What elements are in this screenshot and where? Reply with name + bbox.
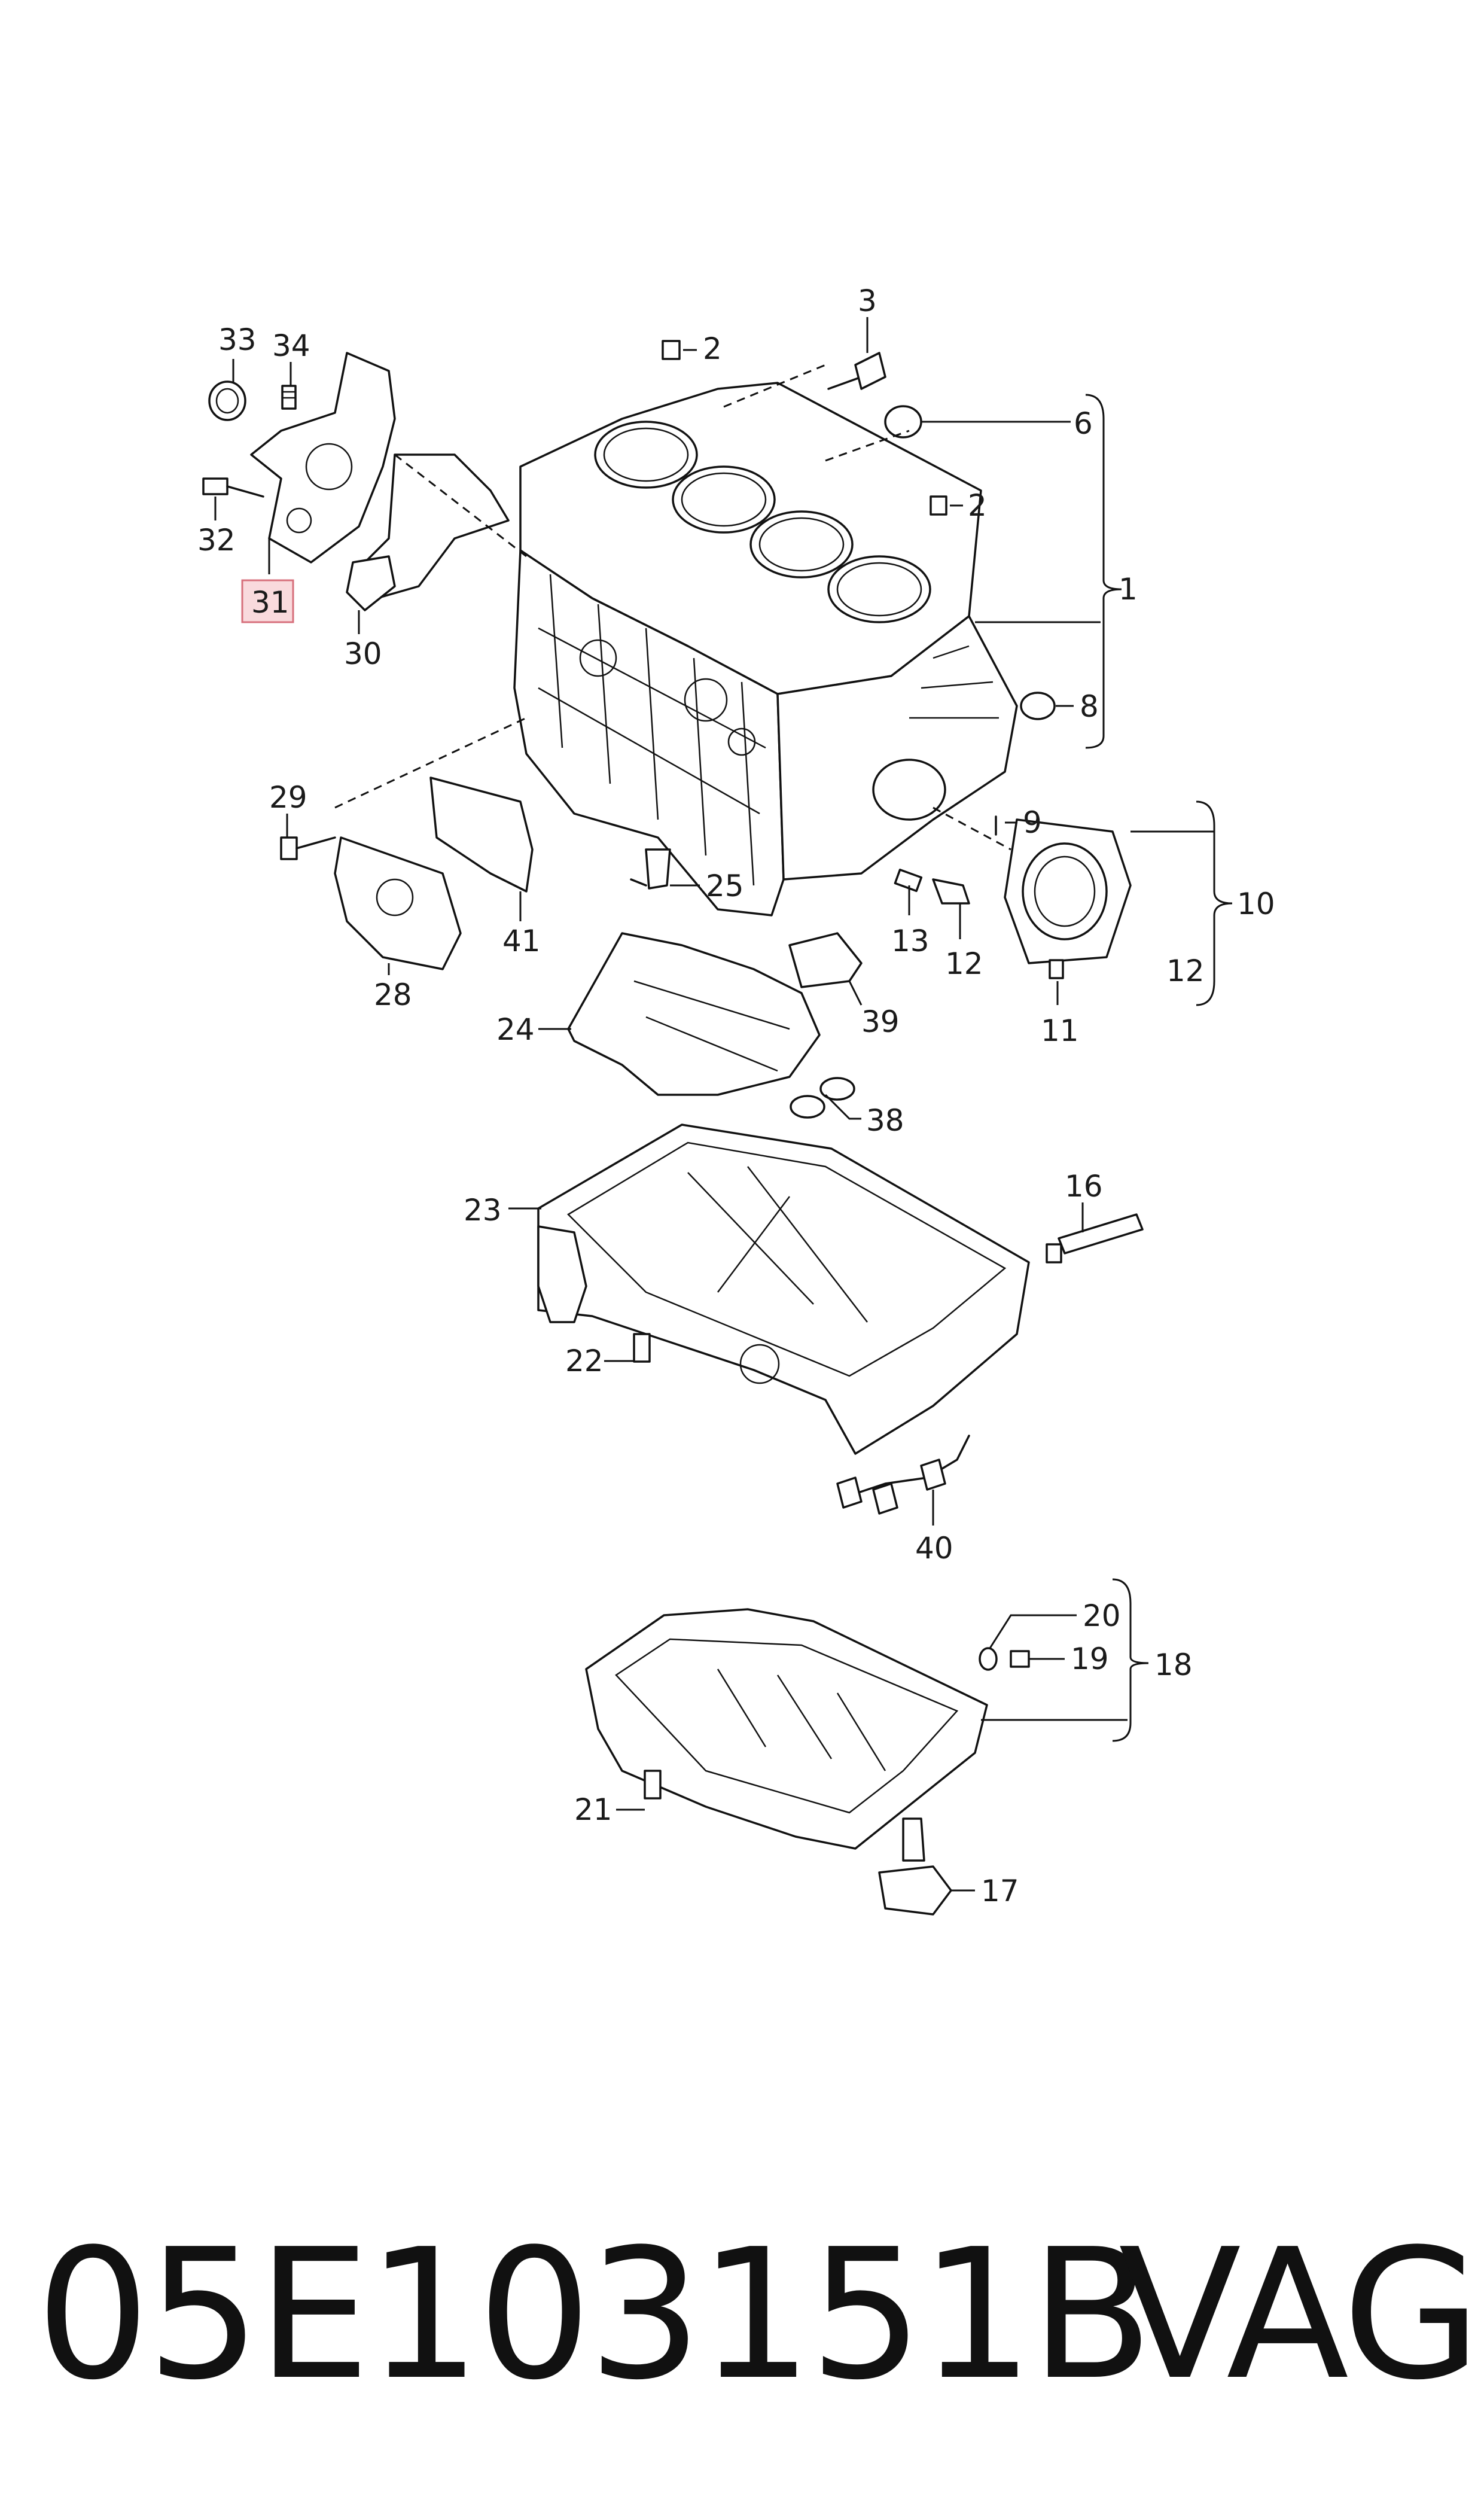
callout-38: 38	[866, 1103, 904, 1138]
callout-33: 33	[218, 322, 257, 357]
lower-oil-pan	[585, 1608, 1030, 1916]
callout-21: 21	[574, 1792, 613, 1827]
callout-10: 10	[1237, 887, 1275, 921]
callout-23: 23	[464, 1193, 502, 1228]
callout-31-highlight	[241, 579, 294, 623]
callout-16: 16	[1065, 1169, 1103, 1204]
block-small-parts	[662, 340, 1056, 720]
callout-2-top: 2	[703, 331, 722, 366]
callout-22: 22	[565, 1344, 604, 1378]
callout-13: 13	[891, 924, 930, 958]
timing-cover-assembly	[202, 352, 510, 611]
callout-32: 32	[197, 523, 236, 558]
sensors-and-rear-seal	[630, 815, 1132, 979]
callout-39: 39	[861, 1004, 900, 1039]
callout-30: 30	[344, 637, 382, 671]
upper-oil-pan	[537, 1123, 1144, 1515]
callout-11: 11	[1041, 1013, 1079, 1048]
part-number-label: 05E103151B	[36, 2211, 1153, 2419]
callout-12-left: 12	[945, 946, 983, 981]
callout-25: 25	[706, 869, 744, 903]
callout-9: 9	[1023, 805, 1042, 840]
callout-31: 31	[251, 585, 290, 620]
callout-20: 20	[1083, 1599, 1121, 1633]
callout-19: 19	[1071, 1642, 1109, 1676]
brand-label: VAG	[1119, 2211, 1481, 2419]
callout-6: 6	[1074, 406, 1093, 441]
callout-12-right: 12	[1166, 954, 1205, 988]
engine-block	[513, 382, 1018, 917]
callout-40: 40	[915, 1531, 953, 1566]
callout-29: 29	[269, 780, 307, 815]
callout-17: 17	[981, 1874, 1019, 1908]
callout-41: 41	[502, 924, 541, 958]
callout-2-mid: 2	[968, 488, 987, 523]
leader-lines	[214, 317, 1233, 1892]
oil-baffle	[567, 932, 863, 1119]
callout-24: 24	[496, 1012, 535, 1047]
callout-3: 3	[858, 284, 877, 318]
callout-34: 34	[272, 328, 310, 363]
callout-1: 1	[1119, 572, 1138, 607]
oil-filter-housing	[280, 777, 534, 970]
callout-8: 8	[1080, 689, 1099, 724]
callout-28: 28	[374, 978, 412, 1012]
callout-labels: 1 2 2 3 6 8 9 10 11 12 12 13 16 17 18 19…	[197, 284, 1275, 1908]
callout-18: 18	[1154, 1648, 1193, 1682]
